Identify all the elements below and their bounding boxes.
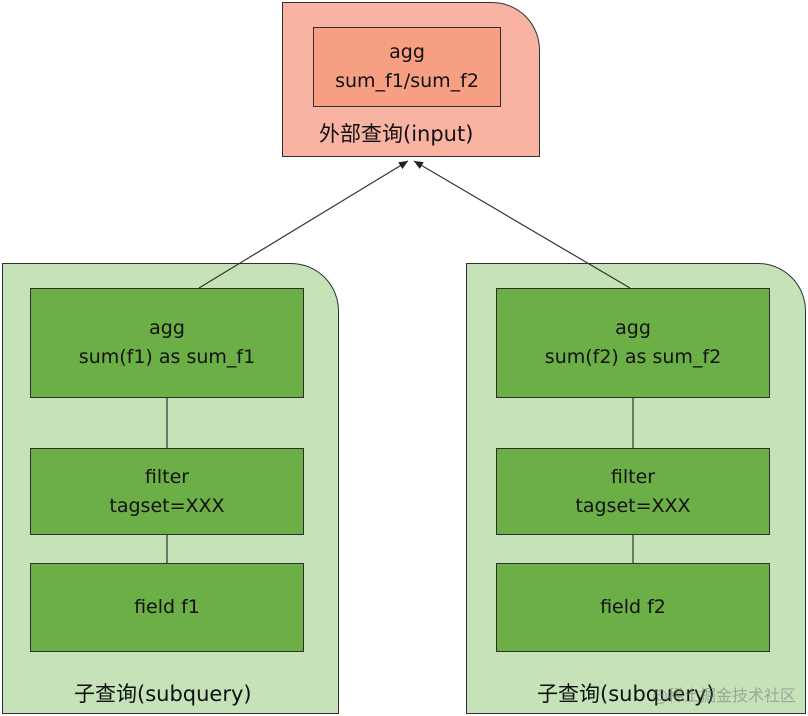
subquery-left-filter-title: filter [144,465,190,488]
outer-agg-expression: sum_f1/sum_f2 [335,70,479,92]
subquery-left-filter-condition: tagset=XXX [109,494,225,517]
subquery-left-agg-title: agg [149,317,185,339]
outer-query-caption: 外部查询(input) [319,122,474,146]
edge-right-agg-to-outer [413,160,631,289]
subquery-left-filter-node: filter tagset=XXX [30,448,304,535]
subquery-right-filter-title: filter [610,465,656,488]
subquery-right-agg-title: agg [615,317,651,339]
subquery-right-field-label: field f2 [600,596,666,618]
subquery-right-field-node: field f2 [496,563,770,652]
subquery-right-agg-expression: sum(f2) as sum_f2 [544,346,722,368]
subquery-left-agg-node: agg sum(f1) as sum_f1 [30,288,304,398]
subquery-right-filter-condition: tagset=XXX [575,494,691,517]
subquery-left-field-node: field f1 [30,563,304,652]
edge-left-agg-to-outer [198,160,409,289]
subquery-left-field-label: field f1 [134,596,200,618]
subquery-right-caption: 子查询(subquery) [537,682,715,706]
subquery-right-filter-node: filter tagset=XXX [496,448,770,535]
watermark: @稀土掘金技术社区 [651,686,796,705]
subquery-left-agg-expression: sum(f1) as sum_f1 [78,346,256,368]
subquery-right-agg-node: agg sum(f2) as sum_f2 [496,288,770,398]
outer-agg-title: agg [389,41,425,63]
subquery-left-caption: 子查询(subquery) [74,682,252,706]
outer-agg-node: agg sum_f1/sum_f2 [313,27,501,107]
